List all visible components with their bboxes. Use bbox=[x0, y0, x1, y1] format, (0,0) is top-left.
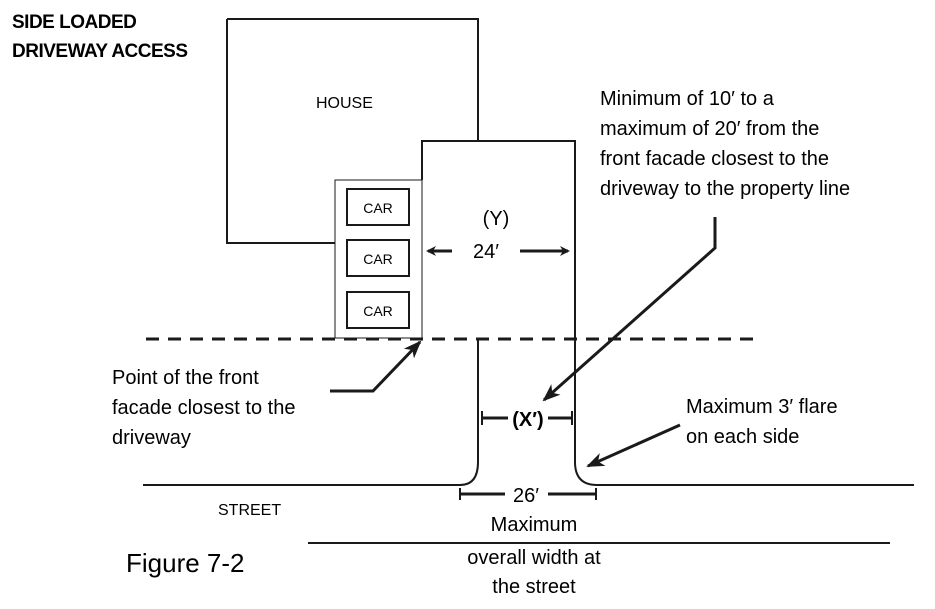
x-dimension: (X′) bbox=[481, 409, 573, 431]
car-2: CAR bbox=[346, 239, 410, 277]
street-width-value: 26′ bbox=[513, 485, 539, 507]
y-dimension-value: 24′ bbox=[473, 241, 499, 263]
max-width-note-line-2: overall width at bbox=[467, 547, 601, 569]
driveway-right-edge bbox=[574, 339, 914, 486]
car-1: CAR bbox=[346, 188, 410, 226]
max-width-note-line-1: Maximum bbox=[491, 514, 578, 536]
setback-note-line-2: maximum of 20′ from the bbox=[600, 118, 819, 140]
car-3: CAR bbox=[346, 291, 410, 329]
setback-leader-arrow bbox=[542, 217, 717, 402]
figure-caption: Figure 7-2 bbox=[126, 548, 245, 578]
setback-note-line-3: front facade closest to the bbox=[600, 148, 829, 170]
car-label: CAR bbox=[363, 251, 393, 267]
street-width-dimension: 26′ bbox=[459, 485, 597, 507]
max-width-note-line-3: the street bbox=[492, 576, 576, 598]
flare-leader-arrow bbox=[586, 423, 681, 468]
flare-note-line-2: on each side bbox=[686, 426, 799, 448]
street-label: STREET bbox=[218, 502, 281, 519]
flare-note-line-1: Maximum 3′ flare bbox=[686, 396, 838, 418]
title-line-1: SIDE LOADED bbox=[12, 12, 136, 33]
house-label: HOUSE bbox=[316, 95, 373, 112]
car-label: CAR bbox=[363, 200, 393, 216]
facade-leader-arrow bbox=[330, 340, 422, 393]
facade-note-line-3: driveway bbox=[112, 427, 191, 449]
driveway-left-edge bbox=[143, 339, 479, 486]
facade-note-line-1: Point of the front bbox=[112, 367, 259, 389]
garage bbox=[334, 179, 423, 339]
setback-note-line-1: Minimum of 10′ to a bbox=[600, 88, 775, 110]
x-dimension-label: (X′) bbox=[512, 409, 543, 431]
y-dimension-label: (Y) bbox=[483, 208, 510, 230]
turnaround-outline bbox=[421, 140, 576, 340]
title-line-2: DRIVEWAY ACCESS bbox=[12, 41, 188, 62]
car-label: CAR bbox=[363, 303, 393, 319]
facade-note-line-2: facade closest to the bbox=[112, 397, 295, 419]
house: HOUSE bbox=[226, 18, 479, 244]
setback-note-line-4: driveway to the property line bbox=[600, 178, 850, 200]
